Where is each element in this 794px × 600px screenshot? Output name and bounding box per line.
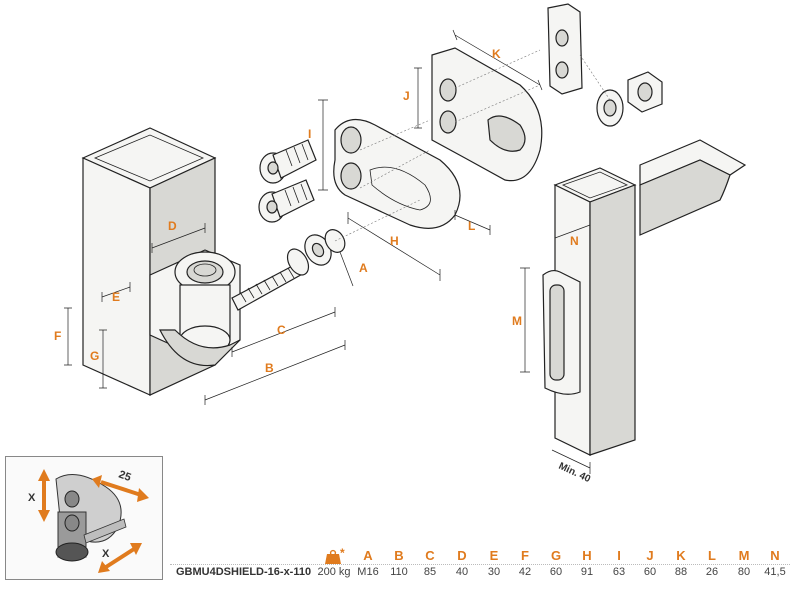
dim-label-c: C — [277, 323, 286, 337]
dim-label-h: H — [390, 234, 399, 248]
value-a: M16 — [357, 566, 379, 578]
header-c: C — [425, 548, 435, 563]
dim-label-f: F — [54, 329, 61, 343]
dim-label-j: J — [403, 89, 410, 103]
header-h: H — [582, 548, 592, 563]
header-j: J — [646, 548, 654, 563]
threaded-bolt — [231, 229, 346, 311]
value-j: 60 — [643, 566, 657, 578]
right-post — [542, 139, 747, 456]
header-d: D — [457, 548, 467, 563]
header-f: F — [521, 548, 529, 563]
header-e: E — [489, 548, 499, 563]
dim-label-a: A — [359, 261, 368, 275]
value-l: 26 — [705, 566, 719, 578]
dim-label-l: L — [468, 219, 475, 233]
dim-label-k: K — [492, 47, 501, 61]
header-m: M — [738, 548, 750, 563]
dim-label-g: G — [90, 349, 99, 363]
value-m: 80 — [737, 566, 751, 578]
nut-plate — [547, 3, 583, 95]
hinge-body — [149, 249, 241, 367]
value-e: 30 — [487, 566, 501, 578]
table-separator — [170, 564, 790, 565]
header-a: A — [363, 548, 373, 563]
back-plate — [431, 47, 543, 182]
spec-header-row: * A B C D E F G H I J K L M N — [170, 546, 790, 566]
spec-value-row: GBMU4DSHIELD-16-x-110 200 kg M16 110 85 … — [170, 566, 790, 584]
washer — [596, 89, 624, 127]
model-code: GBMU4DSHIELD-16-x-110 — [176, 566, 312, 578]
dim-label-e: E — [112, 290, 120, 304]
value-k: 88 — [674, 566, 688, 578]
adjustment-inset: X 25 X — [5, 456, 163, 580]
nut — [627, 71, 663, 113]
socket-screws — [258, 139, 317, 223]
value-h: 91 — [580, 566, 594, 578]
header-i: I — [617, 548, 621, 563]
header-g: G — [550, 548, 562, 563]
value-i: 63 — [612, 566, 626, 578]
inset-x-label-diagonal: X — [102, 548, 110, 560]
value-c: 85 — [423, 566, 437, 578]
header-l: L — [708, 548, 716, 563]
dim-label-m: M — [512, 314, 522, 328]
value-b: 110 — [390, 566, 408, 578]
dimension-lines — [64, 29, 611, 474]
value-d: 40 — [455, 566, 469, 578]
dim-label-n: N — [570, 234, 579, 248]
dim-label-b: B — [265, 361, 274, 375]
dim-label-i: I — [308, 127, 311, 141]
shield-plate — [333, 119, 461, 229]
value-n: 41,5 — [764, 566, 786, 578]
value-weight: 200 kg — [317, 566, 351, 578]
value-g: 60 — [549, 566, 563, 578]
min-40-label: Min. 40 — [557, 461, 593, 485]
dim-label-d: D — [168, 219, 177, 233]
spec-table: * A B C D E F G H I J K L M N GBMU4DSHIE… — [170, 546, 790, 586]
inset-x-label-vertical: X — [28, 492, 36, 504]
weight-icon: * — [318, 546, 348, 566]
header-b: B — [394, 548, 404, 563]
inset-drawing: X 25 X — [28, 469, 149, 573]
weight-asterisk: * — [340, 546, 345, 560]
inset-angle-label: 25 — [117, 469, 133, 484]
header-n: N — [770, 548, 780, 563]
header-k: K — [676, 548, 686, 563]
value-f: 42 — [518, 566, 532, 578]
